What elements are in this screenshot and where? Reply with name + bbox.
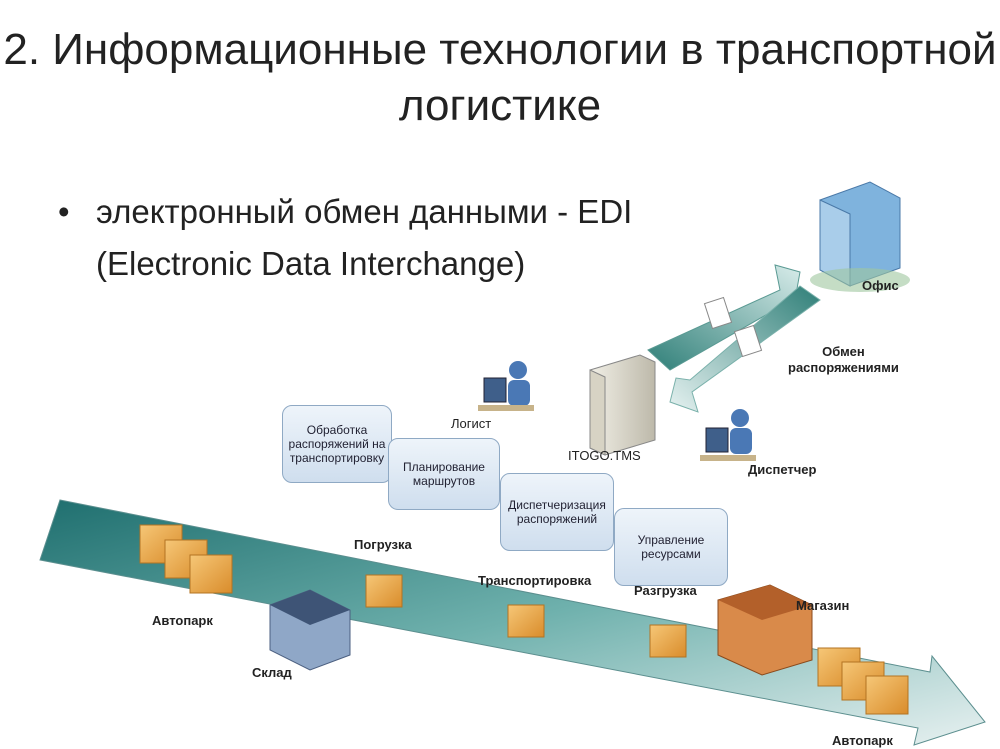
truck-transport-icon [507, 604, 545, 638]
slide-title: 2. Информационные технологии в транспорт… [3, 25, 997, 130]
truck-unloading-icon [649, 624, 687, 658]
unloading-label: Разгрузка [634, 583, 697, 598]
autopark-left-label: Автопарк [152, 613, 213, 628]
server-label: ITOGO.TMS [568, 448, 641, 463]
office-label: Офис [862, 278, 899, 293]
warehouse-icon [269, 589, 351, 671]
store-label: Магазин [796, 598, 850, 613]
dispatcher-label: Диспетчер [748, 462, 817, 477]
loading-label: Погрузка [354, 537, 412, 552]
store-building-icon [717, 584, 813, 676]
logist-workstation-icon [478, 361, 534, 411]
server-icon [589, 354, 656, 456]
dispatcher-workstation-icon [700, 409, 756, 461]
warehouse-label: Склад [252, 665, 292, 680]
bullet-text: электронный обмен данными - EDI (Electro… [96, 193, 633, 282]
process-step-2: Планирование маршрутов [388, 438, 500, 510]
fleet-trucks-right-icon [817, 647, 909, 715]
bullet-dot: • [58, 193, 70, 230]
logist-label: Логист [451, 416, 492, 431]
autopark-right-label: Автопарк [832, 733, 893, 748]
process-step-4: Управление ресурсами [614, 508, 728, 586]
document-icon [733, 324, 763, 358]
fleet-trucks-left-icon [139, 524, 233, 594]
process-step-1: Обработка распоряжений на транспортировк… [282, 405, 392, 483]
transport-label: Транспортировка [478, 573, 592, 588]
truck-loading-icon [365, 574, 403, 608]
document-icon [703, 296, 733, 330]
office-building-icon [810, 181, 910, 292]
exchange-label: Обмен распоряжениями [788, 344, 899, 375]
process-step-3: Диспетчеризация распоряжений [500, 473, 614, 551]
